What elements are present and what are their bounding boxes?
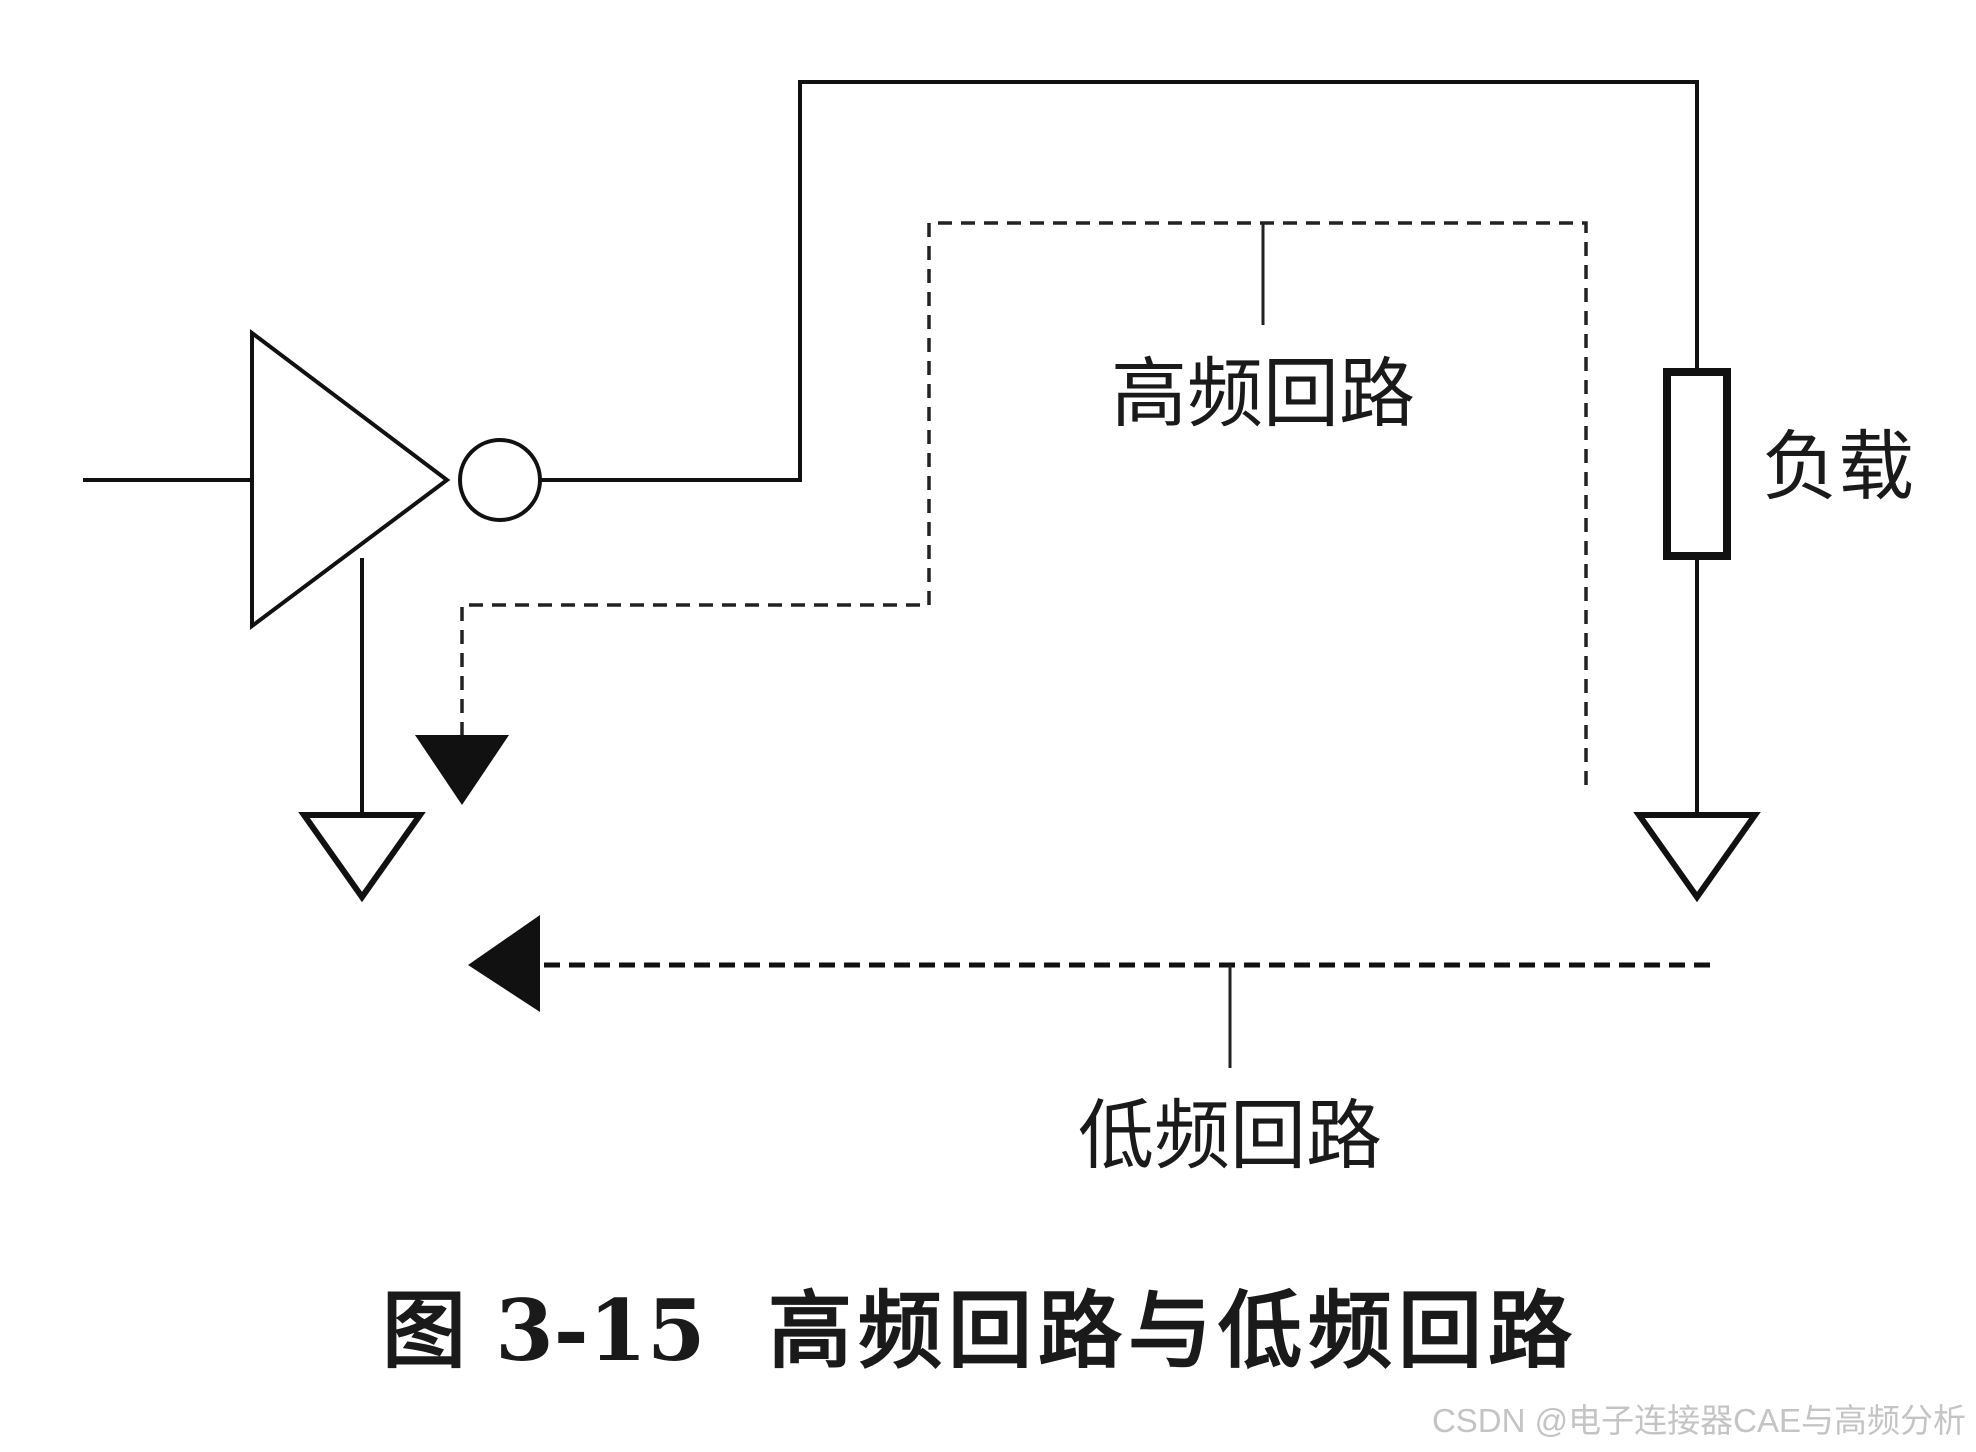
figure-title: 高频回路与低频回路 bbox=[768, 1281, 1578, 1380]
low-freq-loop-label: 低频回路 bbox=[1078, 1091, 1382, 1180]
signal-trace bbox=[538, 80, 1699, 482]
low-freq-arrow-icon bbox=[468, 915, 540, 1012]
load-ground-icon bbox=[1633, 812, 1761, 903]
load-label: 负载 bbox=[1762, 422, 1914, 511]
driver-triangle bbox=[250, 328, 451, 630]
high-freq-loop-label: 高频回路 bbox=[1111, 349, 1415, 438]
load-resistor bbox=[1663, 368, 1731, 560]
driver-ground-icon bbox=[298, 812, 426, 903]
figure-number: 图 3-15 bbox=[382, 1281, 705, 1380]
inverter-bubble bbox=[458, 438, 542, 522]
high-freq-loop-path bbox=[460, 221, 1588, 785]
high-freq-arrow-icon bbox=[415, 735, 509, 805]
watermark: CSDN @电子连接器CAE与高频分析 bbox=[1432, 1402, 1966, 1439]
